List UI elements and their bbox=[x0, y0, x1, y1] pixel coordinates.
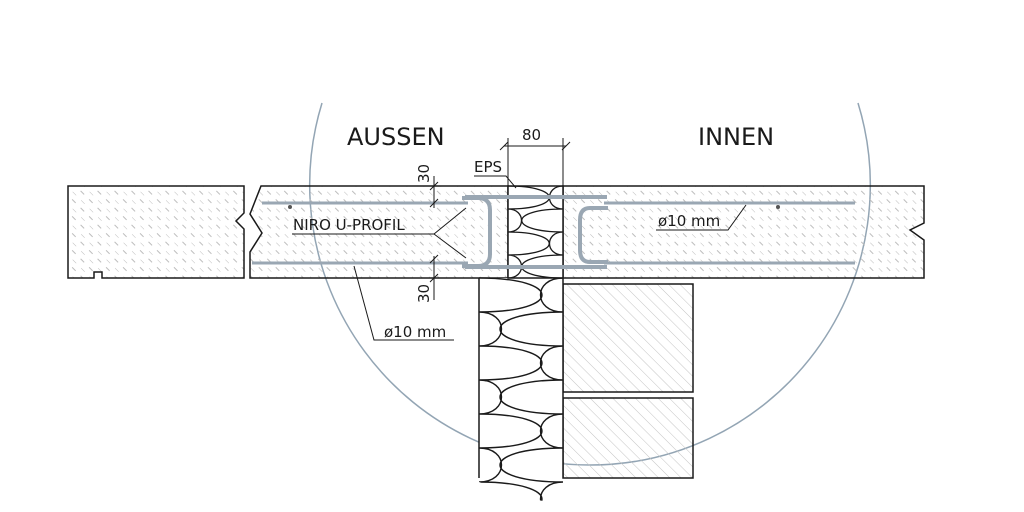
dimension-30-bottom-label: 30 bbox=[415, 284, 433, 303]
leader-eps bbox=[474, 175, 517, 189]
rebar-dot-right bbox=[776, 205, 780, 209]
inner-slab bbox=[562, 185, 925, 279]
u-profile-right bbox=[578, 206, 608, 264]
leader-rebar-bottom bbox=[353, 265, 454, 341]
rebars bbox=[252, 201, 855, 265]
leader-rebar-right bbox=[656, 204, 747, 231]
masonry-block-bottom bbox=[562, 397, 694, 479]
leaders bbox=[292, 175, 747, 341]
leader-profile-2 bbox=[433, 233, 467, 259]
outside-label: AUSSEN bbox=[347, 123, 445, 151]
dimension-30-top bbox=[429, 176, 439, 208]
rebar-right-label: ø10 mm bbox=[658, 212, 720, 230]
wall-insulation bbox=[478, 277, 564, 505]
left-slab bbox=[67, 185, 245, 279]
eps-strip bbox=[507, 185, 564, 279]
rebar-dot-left bbox=[288, 205, 292, 209]
dimension-30-bottom bbox=[429, 254, 439, 300]
inside-label: INNEN bbox=[698, 123, 774, 151]
eps-label: EPS bbox=[474, 158, 502, 176]
masonry-wall bbox=[562, 283, 694, 479]
rebar-bottom-label: ø10 mm bbox=[384, 323, 446, 341]
dimension-30-top-label: 30 bbox=[415, 164, 433, 183]
wool-pattern bbox=[478, 277, 564, 505]
dimension-80-label: 80 bbox=[522, 126, 541, 144]
dimension-80 bbox=[499, 138, 571, 186]
masonry-block-top bbox=[562, 283, 694, 393]
profile-label: NIRO U-PROFIL bbox=[293, 216, 405, 234]
u-profiles bbox=[462, 195, 608, 269]
